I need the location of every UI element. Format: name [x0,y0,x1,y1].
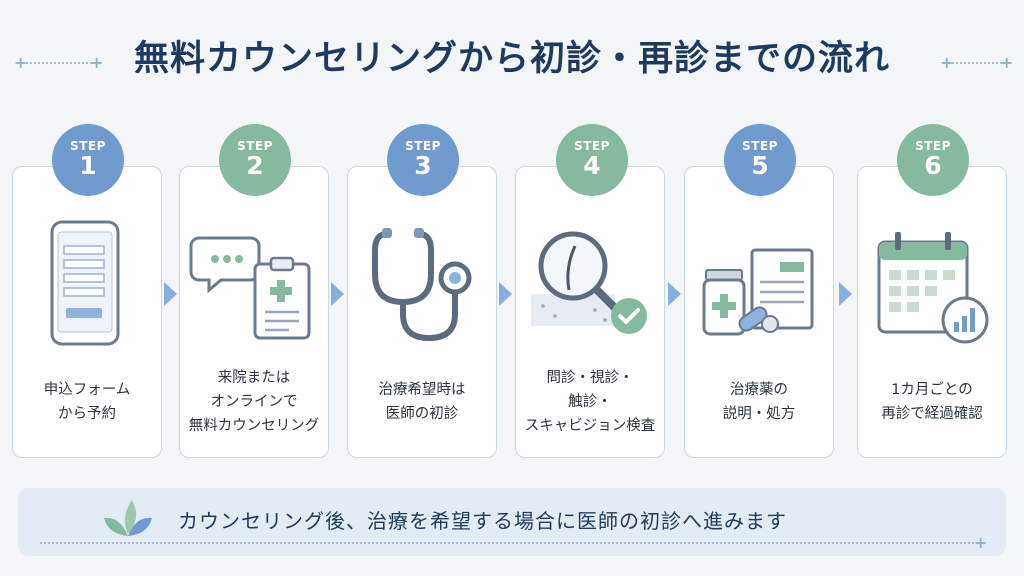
step-badge-2: STEP 2 [219,124,291,196]
plus-icon: + [974,533,988,552]
step-caption-4: 問診・視診・ 触診・ スキャビジョン検査 [515,366,665,438]
caption-line: から予約 [58,406,116,422]
title-decoration-left [18,62,92,64]
chat-clipboard-icon [189,236,311,340]
step-label: STEP [405,139,441,153]
step-label: STEP [742,139,778,153]
step-caption-1: 申込フォーム から予約 [12,378,162,426]
step-card-3 [347,166,497,458]
step-caption-3: 治療希望時は 医師の初診 [347,378,497,426]
arrow-right-icon [499,282,512,306]
calendar-chart-icon [877,232,989,344]
caption-line: 問診・視診・ [546,370,634,386]
caption-line: 1カ月ごとの [891,382,973,398]
arrow-right-icon [839,282,852,306]
step-label: STEP [574,139,610,153]
step-number: 1 [79,151,97,180]
step-caption-5: 治療薬の 説明・処方 [684,378,834,426]
plus-icon: + [940,53,954,72]
caption-line: 治療希望時は [378,382,466,398]
caption-line: スキャビジョン検査 [524,418,656,434]
caption-line: 治療薬の [730,382,788,398]
step-caption-6: 1カ月ごとの 再診で経過確認 [857,378,1007,426]
plus-icon: + [14,53,28,72]
caption-line: 来院または [217,370,291,386]
arrow-right-icon [164,282,177,306]
arrow-right-icon [668,282,681,306]
medicine-document-icon [702,248,814,336]
step-number: 3 [414,151,432,180]
step-number: 5 [751,151,769,180]
step-label: STEP [70,139,106,153]
stethoscope-icon [372,228,472,342]
step-number: 6 [924,151,942,180]
magnifier-skin-check-icon [531,231,647,334]
plus-icon: + [1000,53,1014,72]
step-badge-6: STEP 6 [897,124,969,196]
caption-line: 再診で経過確認 [881,406,983,422]
caption-line: オンラインで [210,394,298,410]
plus-icon: + [90,53,104,72]
step-label: STEP [915,139,951,153]
smartphone-form-icon [50,220,120,346]
caption-line: 医師の初診 [385,406,459,422]
step-badge-4: STEP 4 [556,124,628,196]
step-number: 4 [583,151,601,180]
leaf-icon [104,500,152,536]
title-decoration-right [944,62,1010,64]
caption-line: 触診・ [568,394,612,410]
step-caption-2: 来院または オンラインで 無料カウンセリング [179,366,329,438]
caption-line: 説明・処方 [722,406,796,422]
caption-line: 申込フォーム [43,382,131,398]
step-label: STEP [237,139,273,153]
banner-text: カウンセリング後、治療を希望する場合に医師の初診へ進みます [178,509,787,533]
page-title: 無料カウンセリングから初診・再診までの流れ [133,39,890,79]
step-badge-1: STEP 1 [52,124,124,196]
arrow-right-icon [331,282,344,306]
note-banner [18,488,1006,556]
caption-line: 無料カウンセリング [188,418,320,434]
banner-dotted-line [40,542,978,544]
step-number: 2 [246,151,264,180]
step-badge-3: STEP 3 [387,124,459,196]
step-badge-5: STEP 5 [724,124,796,196]
